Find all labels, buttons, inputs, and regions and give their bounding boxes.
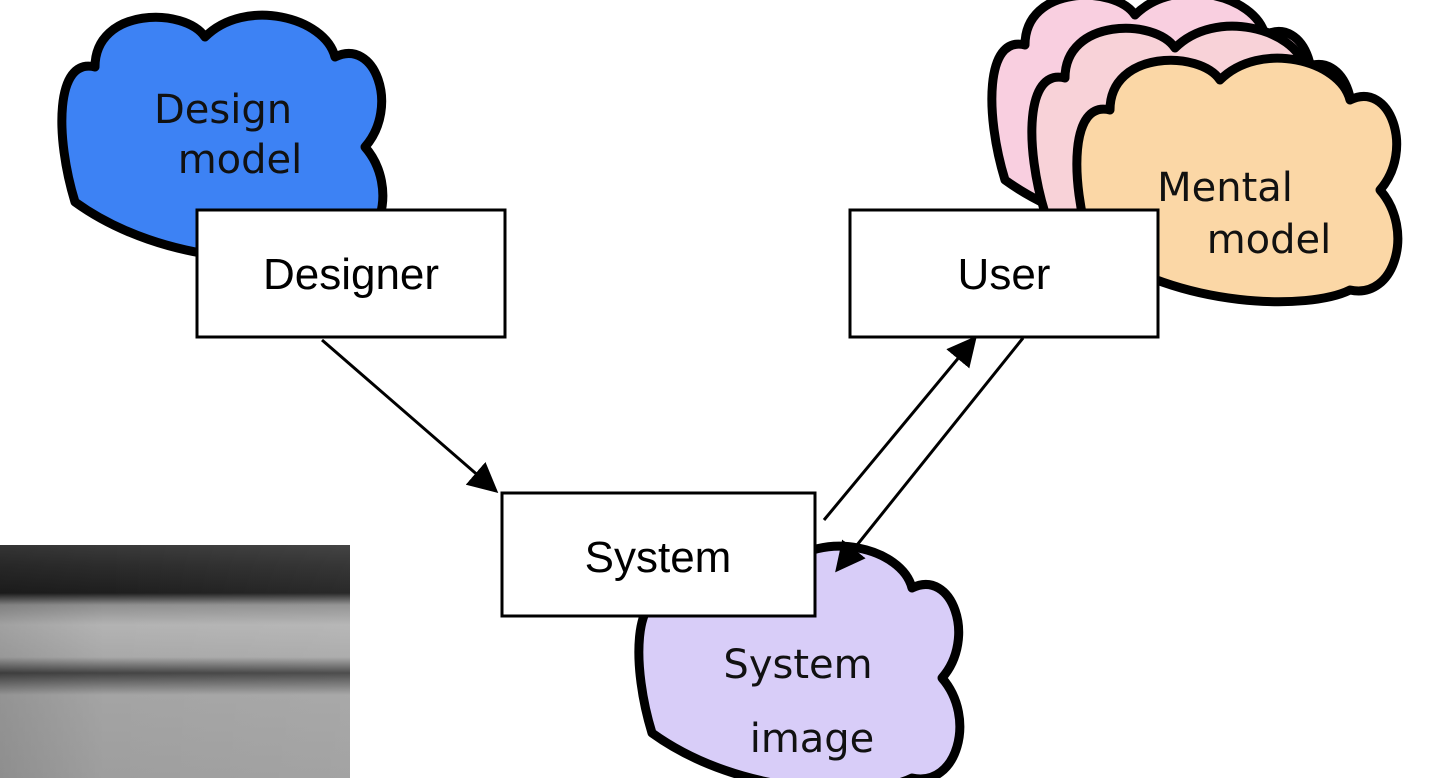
mental-model-cloud: Mental model (1077, 58, 1398, 302)
system-box: System (500, 491, 817, 618)
design-model-line2: model (178, 137, 303, 183)
mental-model-cloud-stack: Mental model (992, 0, 1398, 302)
system-image-cloud: System image (639, 546, 960, 778)
user-box: User (848, 208, 1160, 339)
arrow-system-to-user (822, 335, 977, 521)
user-label: User (958, 250, 1051, 299)
arrow-designer-to-system (321, 338, 499, 493)
mental-model-line1: Mental (1157, 165, 1293, 211)
mental-model-line2: model (1207, 217, 1332, 263)
designer-label: Designer (263, 250, 439, 299)
designer-box: Designer (195, 208, 507, 339)
system-image-line2: image (750, 716, 875, 762)
photo-thumbnail (0, 545, 350, 778)
photo-shade (0, 545, 350, 778)
design-model-line1: Design (154, 87, 292, 133)
system-label: System (585, 533, 732, 582)
arrow-user-to-system (835, 337, 1025, 573)
system-image-line1: System (723, 642, 872, 688)
design-model-cloud: Design model (62, 15, 383, 259)
